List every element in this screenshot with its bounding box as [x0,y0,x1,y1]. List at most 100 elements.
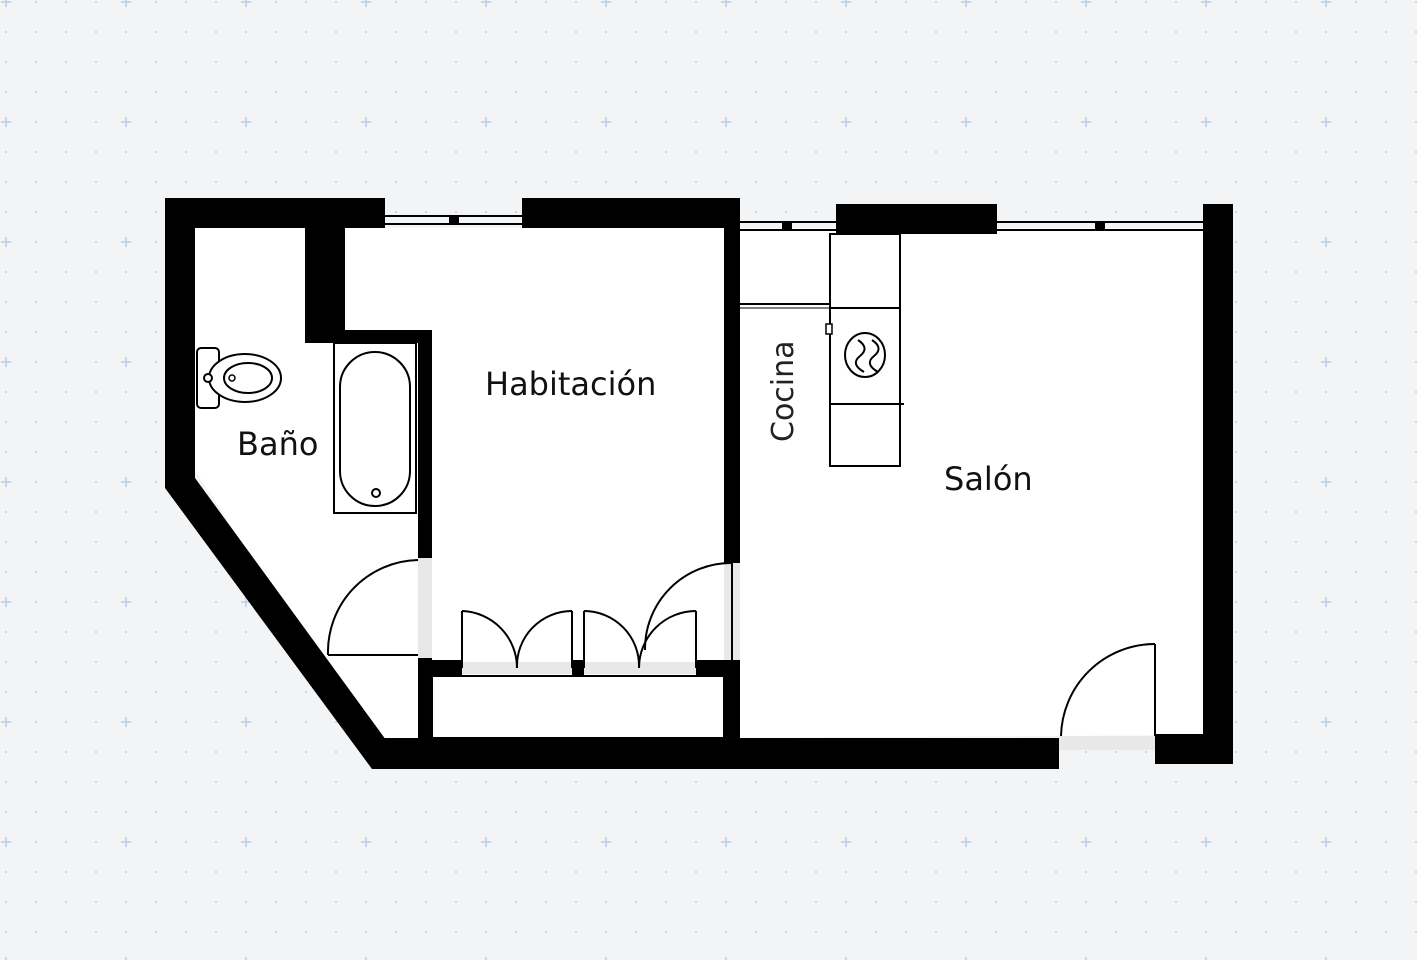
grid-dot [365,31,367,33]
grid-dot [815,61,817,63]
grid-dot [1295,331,1297,333]
grid-dot [665,871,667,873]
grid-dot [1265,91,1267,93]
grid-dot [1025,781,1027,783]
grid-dot [245,931,247,933]
grid-dot [995,871,997,873]
grid-dot [185,151,187,153]
grid-dot [575,91,577,93]
grid-dot [65,241,67,243]
grid-dot [275,721,277,723]
grid-dot [605,181,607,183]
wall-bottom [372,738,1059,769]
grid-dot [1325,301,1327,303]
grid-dot [65,751,67,753]
grid-dot [305,121,307,123]
grid-dot [125,301,127,303]
grid-plus-mark [721,117,731,127]
grid-dot [155,421,157,423]
interior-walls [305,228,740,740]
grid-dot [125,181,127,183]
grid-dot [1325,931,1327,933]
grid-dot [1355,481,1357,483]
grid-dot [935,181,937,183]
grid-dot [725,61,727,63]
grid-dot [155,481,157,483]
grid-dot [5,271,7,273]
grid-dot [455,871,457,873]
grid-dot [1235,811,1237,813]
grid-dot [695,121,697,123]
grid-dot [95,871,97,873]
grid-dot [95,271,97,273]
grid-dot [305,781,307,783]
grid-dot [1175,931,1177,933]
grid-dot [1355,931,1357,933]
grid-dot [1085,151,1087,153]
grid-dot [695,1,697,3]
grid-dot [485,151,487,153]
grid-plus-mark [241,837,251,847]
grid-dot [1295,721,1297,723]
grid-dot [155,241,157,243]
grid-dot [335,781,337,783]
grid-dot [425,121,427,123]
grid-dot [95,241,97,243]
grid-dot [1205,61,1207,63]
grid-dot [95,361,97,363]
grid-dot [575,151,577,153]
grid-dot [1055,931,1057,933]
grid-dot [1145,61,1147,63]
grid-dot [995,931,997,933]
grid-dot [755,151,757,153]
grid-dot [455,121,457,123]
grid-dot [515,781,517,783]
grid-dot [305,721,307,723]
wall-bath-top [305,330,430,343]
grid-dot [1355,781,1357,783]
grid-dot [185,931,187,933]
grid-dot [1385,631,1387,633]
grid-dot [65,271,67,273]
grid-dot [125,391,127,393]
grid-dot [935,871,937,873]
grid-dot [905,91,907,93]
grid-dot [965,901,967,903]
grid-dot [755,841,757,843]
grid-dot [1115,751,1117,753]
grid-dot [335,841,337,843]
grid-dot [65,511,67,513]
grid-dot [1385,541,1387,543]
grid-dot [1055,811,1057,813]
grid-dot [755,871,757,873]
grid-dot [1355,241,1357,243]
grid-dot [275,811,277,813]
grid-dot [95,781,97,783]
grid-dot [1295,361,1297,363]
grid-dot [1265,301,1267,303]
grid-dot [635,1,637,3]
grid-dot [1235,721,1237,723]
grid-dot [815,31,817,33]
grid-dot [155,361,157,363]
grid-dot [1325,391,1327,393]
grid-dot [995,61,997,63]
grid-dot [95,901,97,903]
grid-plus-mark [481,837,491,847]
grid-dot [905,61,907,63]
grid-dot [1355,1,1357,3]
grid-dot [1295,271,1297,273]
grid-dot [1145,931,1147,933]
grid-plus-mark [1205,957,1207,960]
grid-dot [335,61,337,63]
grid-dot [515,901,517,903]
grid-dot [275,181,277,183]
grid-plus-mark [1321,597,1331,607]
grid-dot [845,31,847,33]
grid-dot [1385,121,1387,123]
grid-dot [1055,121,1057,123]
grid-dot [485,31,487,33]
grid-dot [215,811,217,813]
grid-dot [305,31,307,33]
grid-dot [1235,391,1237,393]
